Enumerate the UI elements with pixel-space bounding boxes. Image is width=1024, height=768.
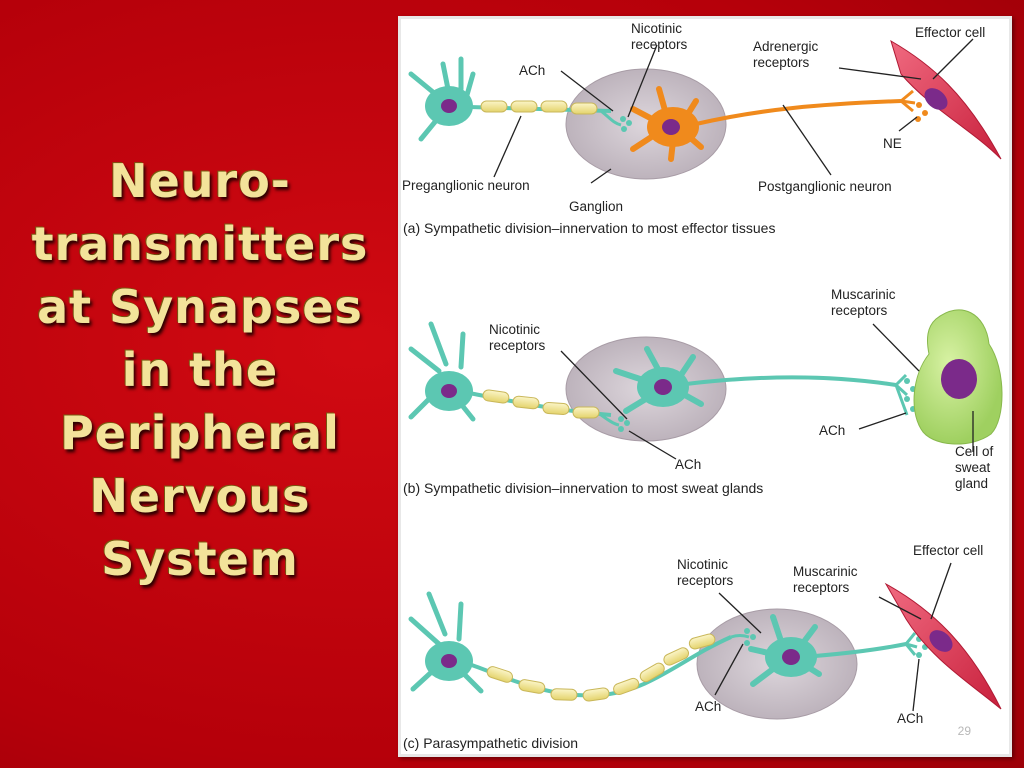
postganglionic-neuron-b xyxy=(613,346,916,416)
postganglionic-neuron-a xyxy=(630,86,928,162)
caption-a: (a) Sympathetic division–innervation to … xyxy=(403,220,775,236)
label: ACh xyxy=(819,423,845,438)
neurotransmitter-figure: Nicotinic receptors ACh Adrenergic recep… xyxy=(398,16,1012,757)
title-line: transmitters xyxy=(31,217,369,271)
figure-svg: Nicotinic receptors ACh Adrenergic recep… xyxy=(402,21,1003,751)
title-line: Nervous xyxy=(89,469,311,523)
label: NE xyxy=(883,136,902,151)
title-line: at Synapses xyxy=(37,280,363,334)
slide-title: Neuro- transmitters at Synapses in the P… xyxy=(20,150,380,591)
label: receptors xyxy=(753,55,810,70)
label: receptors xyxy=(631,37,688,52)
label: Ganglion xyxy=(569,199,623,214)
label: Nicotinic xyxy=(631,21,682,36)
panel-a: Nicotinic receptors ACh Adrenergic recep… xyxy=(402,21,1002,236)
label: Cell of xyxy=(955,444,994,459)
label: Effector cell xyxy=(915,25,985,40)
label: Preganglionic neuron xyxy=(402,178,530,193)
label: ACh xyxy=(897,711,923,726)
label: gland xyxy=(955,476,988,491)
label: sweat xyxy=(955,460,991,475)
label: Adrenergic xyxy=(753,39,819,54)
label: Effector cell xyxy=(913,543,983,558)
label: Nicotinic xyxy=(677,557,728,572)
label: receptors xyxy=(677,573,734,588)
label: ACh xyxy=(519,63,545,78)
title-line: Neuro- xyxy=(109,154,291,208)
sweat-gland-cell xyxy=(913,309,1003,445)
title-line: System xyxy=(101,532,299,586)
title-line: in the xyxy=(121,343,279,397)
caption-c: (c) Parasympathetic division xyxy=(403,735,578,751)
page-number: 29 xyxy=(957,724,971,738)
preganglionic-neuron-b xyxy=(408,321,630,432)
label: ACh xyxy=(695,699,721,714)
label: Nicotinic xyxy=(489,322,540,337)
label: receptors xyxy=(831,303,888,318)
title-line: Peripheral xyxy=(60,406,340,460)
caption-b: (b) Sympathetic division–innervation to … xyxy=(403,480,763,496)
panel-c: Nicotinic receptors Muscarinic receptors… xyxy=(403,543,1002,751)
effector-cell-a xyxy=(890,39,1002,160)
label: Muscarinic xyxy=(793,564,858,579)
label: Postganglionic neuron xyxy=(758,179,892,194)
panel-b: Nicotinic receptors Muscarinic receptors… xyxy=(403,287,1003,496)
ganglion-a xyxy=(565,68,727,180)
label: receptors xyxy=(489,338,546,353)
label: receptors xyxy=(793,580,850,595)
preganglionic-neuron-c xyxy=(408,591,756,702)
label: ACh xyxy=(675,457,701,472)
label: Muscarinic xyxy=(831,287,896,302)
preganglionic-neuron-a xyxy=(408,56,632,142)
